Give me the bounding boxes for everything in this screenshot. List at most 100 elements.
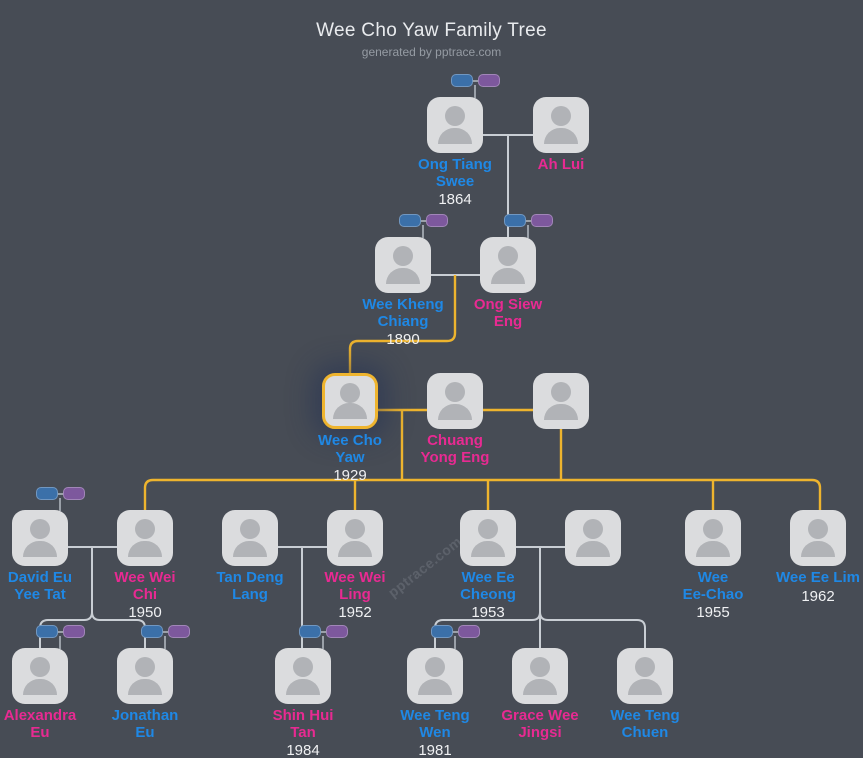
father-badge-icon[interactable] bbox=[451, 74, 473, 87]
parents-badge bbox=[36, 625, 85, 649]
person-avatar-icon bbox=[565, 510, 621, 566]
father-badge-icon[interactable] bbox=[36, 625, 58, 638]
father-badge-icon[interactable] bbox=[36, 487, 58, 500]
person-card-alexandra-eu[interactable] bbox=[12, 648, 68, 704]
person-avatar-icon bbox=[375, 237, 431, 293]
person-birth-year: 1929 bbox=[333, 467, 367, 484]
person-avatar-icon bbox=[480, 237, 536, 293]
parents-badge bbox=[299, 625, 348, 649]
father-badge-icon[interactable] bbox=[504, 214, 526, 227]
person-card-wee-cho-yaw[interactable] bbox=[322, 373, 378, 429]
person-card-david-eu-yee-tat[interactable] bbox=[12, 510, 68, 566]
person-card-wee-kheng-chiang[interactable] bbox=[375, 237, 431, 293]
mother-badge-icon[interactable] bbox=[63, 487, 85, 500]
person-card-wee-ee-lim[interactable] bbox=[790, 510, 846, 566]
person-card-tan-deng-lang[interactable] bbox=[222, 510, 278, 566]
person-avatar-icon bbox=[427, 97, 483, 153]
person-avatar-icon bbox=[325, 376, 375, 426]
person-birth-year: 1962 bbox=[801, 587, 835, 605]
person-avatar-icon bbox=[512, 648, 568, 704]
mother-badge-icon[interactable] bbox=[168, 625, 190, 638]
person-card-ah-lui[interactable] bbox=[533, 97, 589, 153]
person-birth-year: 1864 bbox=[438, 191, 472, 208]
mother-badge-icon[interactable] bbox=[63, 625, 85, 638]
person-card-wee-ee-chao[interactable] bbox=[685, 510, 741, 566]
person-card-wee-wei-chi[interactable] bbox=[117, 510, 173, 566]
person-avatar-icon bbox=[407, 648, 463, 704]
person-card-jonathan-eu[interactable] bbox=[117, 648, 173, 704]
page-title: Wee Cho Yaw Family Tree bbox=[316, 20, 547, 41]
parents-badge bbox=[141, 625, 190, 649]
person-card-chuang-yong-eng[interactable] bbox=[427, 373, 483, 429]
parents-badge bbox=[504, 214, 553, 238]
person-avatar-icon bbox=[617, 648, 673, 704]
person-birth-year: 1890 bbox=[386, 331, 420, 348]
mother-badge-icon[interactable] bbox=[426, 214, 448, 227]
person-card-grace-wee-jingsi[interactable] bbox=[512, 648, 568, 704]
person-birth-year: 1955 bbox=[696, 604, 730, 621]
person-avatar-icon bbox=[117, 510, 173, 566]
parents-badge bbox=[451, 74, 500, 98]
mother-badge-icon[interactable] bbox=[458, 625, 480, 638]
father-badge-icon[interactable] bbox=[399, 214, 421, 227]
person-card-wee-teng-chuen[interactable] bbox=[617, 648, 673, 704]
person-card-wee-teng-wen[interactable] bbox=[407, 648, 463, 704]
person-birth-year: 1984 bbox=[286, 742, 320, 758]
person-avatar-icon bbox=[685, 510, 741, 566]
parents-badge bbox=[431, 625, 480, 649]
father-badge-icon[interactable] bbox=[299, 625, 321, 638]
person-card-spouse-unnamed-2[interactable] bbox=[565, 510, 621, 566]
person-card-wee-ee-cheong[interactable] bbox=[460, 510, 516, 566]
person-card-ong-siew-eng[interactable] bbox=[480, 237, 536, 293]
mother-badge-icon[interactable] bbox=[326, 625, 348, 638]
person-avatar-icon bbox=[222, 510, 278, 566]
page-subtitle: generated by pptrace.com bbox=[361, 45, 502, 59]
person-birth-year: 1953 bbox=[471, 604, 505, 621]
parents-badge bbox=[36, 487, 85, 511]
person-name: Wee Ee Lim bbox=[776, 569, 860, 586]
person-birth-year: 1981 bbox=[418, 742, 452, 758]
person-card-spouse-unnamed-1[interactable] bbox=[533, 373, 589, 429]
person-avatar-icon bbox=[427, 373, 483, 429]
person-card-ong-tiang-swee[interactable] bbox=[427, 97, 483, 153]
person-avatar-icon bbox=[790, 510, 846, 566]
person-birth-year: 1952 bbox=[338, 604, 372, 621]
person-avatar-icon bbox=[12, 510, 68, 566]
person-avatar-icon bbox=[460, 510, 516, 566]
person-label: Ah Lui bbox=[506, 156, 616, 174]
person-card-wee-wei-ling[interactable] bbox=[327, 510, 383, 566]
mother-badge-icon[interactable] bbox=[531, 214, 553, 227]
mother-badge-icon[interactable] bbox=[478, 74, 500, 87]
person-card-shin-hui-tan[interactable] bbox=[275, 648, 331, 704]
connector-line-accent bbox=[143, 478, 822, 510]
father-badge-icon[interactable] bbox=[141, 625, 163, 638]
father-badge-icon[interactable] bbox=[431, 625, 453, 638]
parents-badge bbox=[399, 214, 448, 238]
person-avatar-icon bbox=[533, 373, 589, 429]
